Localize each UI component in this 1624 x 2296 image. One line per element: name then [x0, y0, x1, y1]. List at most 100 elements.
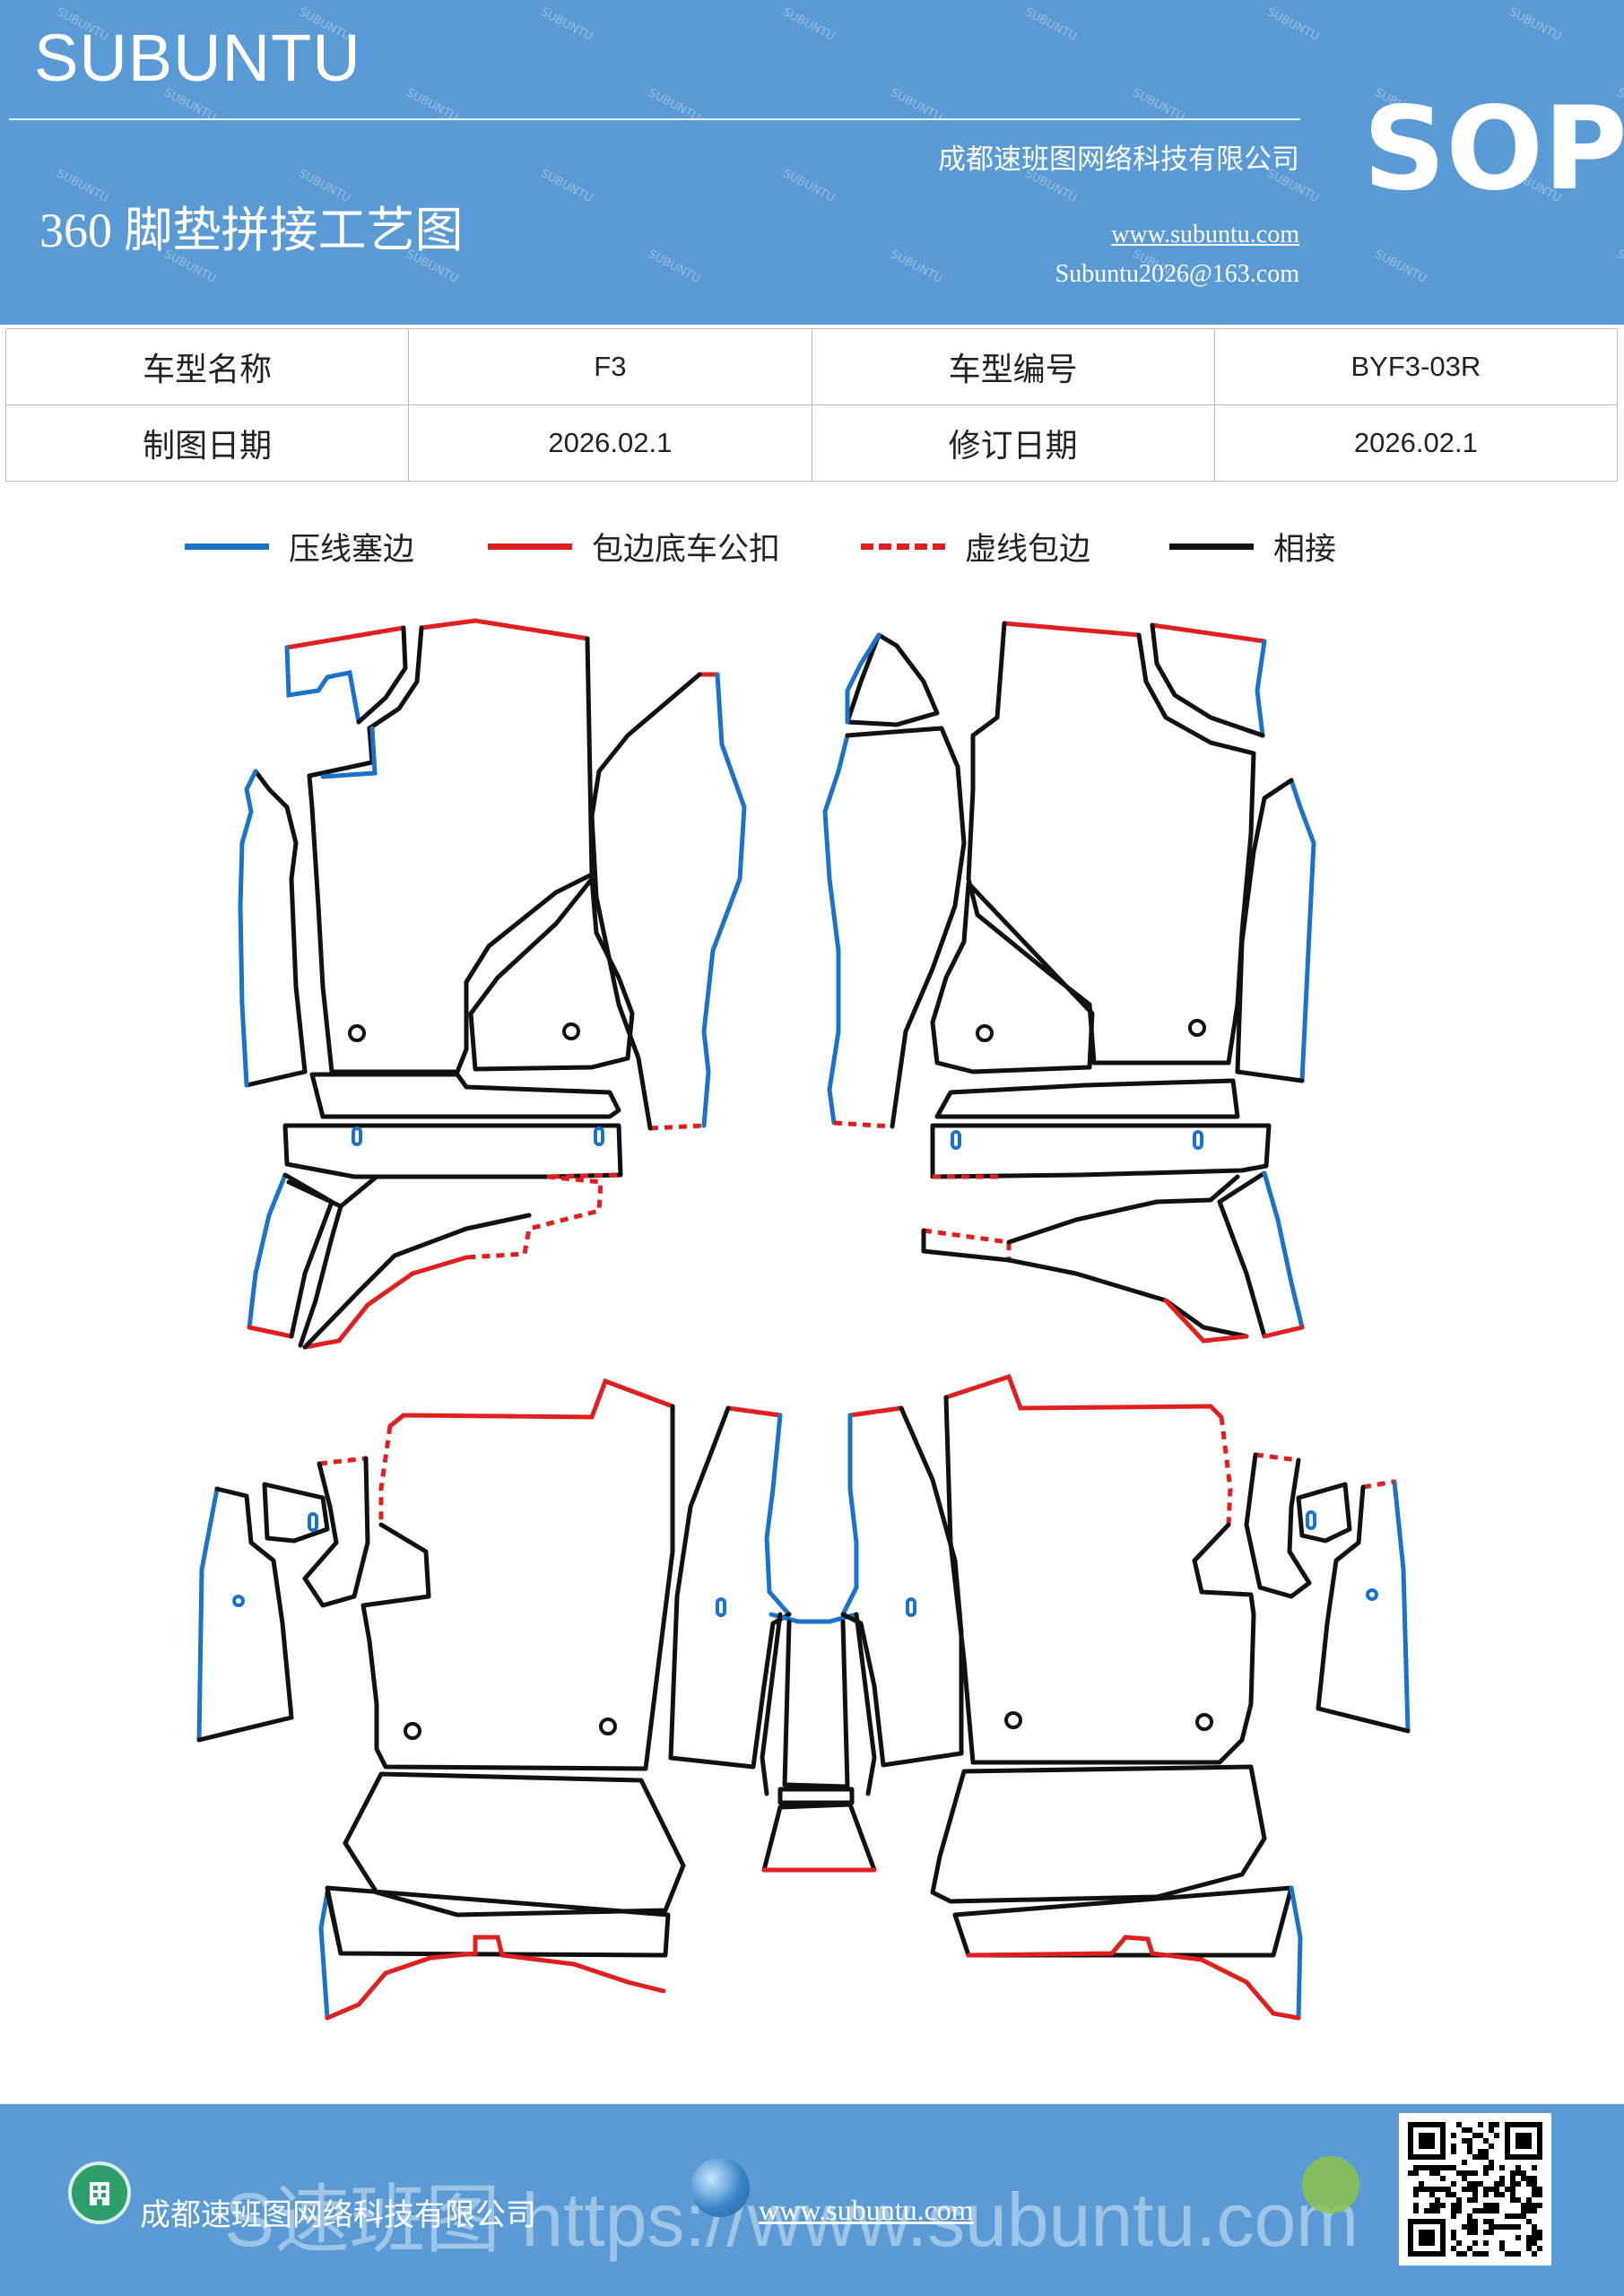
mat-edge-blue — [1289, 778, 1316, 1083]
watermark-text: SUBUNTU — [1264, 4, 1322, 45]
mat-edge-red — [302, 1255, 469, 1350]
brand-logo-text: SUBUNTU — [34, 21, 361, 95]
mat-edge-red-dashed — [551, 1172, 621, 1179]
mat-piece-outline — [921, 1228, 1012, 1263]
mat-edge-red — [725, 1405, 783, 1418]
mat-edge-red — [387, 1378, 675, 1429]
mat-edge-blue — [320, 726, 378, 779]
mount-hole-icon — [599, 1718, 617, 1735]
qr-code-image — [1408, 2122, 1542, 2257]
mat-edge-blue — [318, 1890, 330, 2021]
building-icon — [68, 2161, 131, 2224]
company-name: 成都速班图网络科技有限公司 — [938, 144, 1299, 175]
legend-swatch — [1169, 543, 1254, 550]
mat-edge-red-dashed — [318, 1456, 367, 1466]
website-link[interactable]: www.subuntu.com — [1111, 221, 1299, 248]
mat-piece-outline — [777, 1787, 855, 1805]
mat-piece-outline — [468, 876, 635, 1072]
mat-piece-outline — [302, 1213, 532, 1350]
center-tunnel-mat-group — [760, 1612, 877, 1873]
mat-piece-outline — [930, 1764, 1267, 1904]
mat-piece-outline — [1006, 1174, 1240, 1245]
watermark-text: SUBUNTU — [780, 4, 838, 45]
mount-hole-icon — [1366, 1588, 1378, 1601]
table-row: 制图日期 2026.02.1 修订日期 2026.02.1 — [4, 404, 1619, 482]
floor-mat-diagram: .k { fill: none; stroke: #111; stroke-wi… — [0, 592, 1624, 2081]
mount-hole-icon — [1004, 1711, 1022, 1729]
mat-piece-outline — [1235, 778, 1305, 1083]
mat-piece-outline — [966, 621, 1256, 1065]
mat-piece-outline — [1217, 1170, 1267, 1339]
mat-piece-outline — [934, 1078, 1240, 1119]
mat-piece-outline — [338, 1174, 550, 1209]
legend-label: 压线塞边 — [289, 531, 415, 567]
rear-left-mat-group — [196, 1378, 792, 2021]
qr-code-icon[interactable] — [1399, 2113, 1551, 2266]
mat-piece-outline — [668, 1405, 792, 1770]
mat-piece-outline — [589, 672, 702, 1131]
mount-slot-icon — [308, 1512, 318, 1532]
mat-piece-outline — [325, 1890, 343, 1956]
mat-edge-blue — [284, 645, 361, 725]
mat-piece-outline — [1296, 1482, 1352, 1544]
mat-piece-outline — [244, 769, 308, 1088]
watermark-text: SUBUNTU — [1022, 4, 1080, 45]
mat-edge-red-dashed — [649, 1123, 705, 1131]
watermark-text: SUBUNTU — [780, 166, 838, 206]
watermark-text: SUBUNTU — [538, 166, 595, 206]
globe-icon — [690, 2158, 750, 2217]
mount-hole-icon — [1195, 1713, 1213, 1731]
watermark-text: SUBUNTU — [538, 4, 595, 45]
contact-email[interactable]: Subuntu2026@163.com — [1055, 260, 1299, 288]
legend-item-red-wrap: 包边底车公扣 — [488, 524, 780, 569]
mat-piece-outline — [196, 1486, 294, 1743]
watermark-text: SUBUNTU — [646, 247, 703, 287]
legend-item-dashed-wrap: 虚线包边 — [861, 524, 1090, 569]
legend-label: 虚线包边 — [965, 531, 1091, 567]
mat-piece-outline — [761, 1802, 877, 1873]
legend-item-joint: 相接 — [1169, 524, 1336, 569]
mat-edge-red — [325, 1935, 666, 2021]
legend-label: 相接 — [1273, 531, 1337, 567]
mount-slot-icon — [716, 1597, 726, 1617]
footer-website-link[interactable]: www.subuntu.com — [759, 2194, 974, 2226]
page-header: SUBUNTU SUBUNTU SUBUNTU SUBUNTU SUBUNTU SUBUN… — [0, 0, 1624, 325]
mat-piece-outline — [307, 625, 595, 1074]
mount-slot-icon — [594, 1126, 604, 1146]
mat-piece-outline — [930, 881, 1095, 1074]
watermark-text: SUBUNTU — [888, 247, 945, 287]
mat-piece-outline — [760, 1612, 783, 1796]
mount-hole-icon — [404, 1722, 421, 1740]
mount-hole-icon — [562, 1022, 580, 1040]
mat-edge-blue — [845, 632, 881, 725]
revision-date-label: 修订日期 — [811, 404, 1215, 482]
mount-slot-icon — [951, 1130, 961, 1150]
mat-edge-blue — [1255, 639, 1267, 738]
watermark-text: SUBUNTU — [1372, 247, 1429, 287]
mat-edge-blue — [1289, 1885, 1303, 2021]
mat-edge-red-dashed — [1255, 1452, 1299, 1463]
mat-piece-outline — [1150, 622, 1265, 738]
mat-piece-outline — [845, 632, 940, 727]
drawing-date-label: 制图日期 — [4, 404, 410, 482]
rear-right-mat-group — [840, 1373, 1411, 2021]
legend-swatch — [488, 543, 572, 550]
mat-piece-outline — [952, 1885, 1294, 1958]
mat-edge-red-dashed — [1219, 1416, 1233, 1526]
mat-piece-outline — [930, 1123, 1272, 1179]
mat-piece-outline — [943, 1395, 1256, 1765]
legend-item-press-line: 压线塞边 — [185, 524, 414, 569]
mat-edge-blue — [764, 1413, 792, 1617]
footer-watermark: S速班图 https://www.subuntu.com — [224, 2178, 1359, 2262]
mat-edge-red — [419, 618, 590, 641]
mount-hole-icon — [348, 1024, 366, 1042]
mat-edge-red — [1002, 621, 1142, 638]
mat-piece-outline — [1244, 1452, 1312, 1599]
mat-piece-outline — [1006, 1257, 1249, 1339]
table-row: 车型名称 F3 车型编号 BYF3-03R — [4, 328, 1619, 405]
edge-legend: 压线塞边 包边底车公扣 虚线包边 相接 — [0, 524, 1624, 569]
mat-edge-red — [1163, 1298, 1249, 1344]
watermark-text: SUBUNTU — [1614, 247, 1624, 287]
legend-label: 包边底车公扣 — [592, 531, 781, 567]
mount-hole-icon — [976, 1024, 994, 1042]
